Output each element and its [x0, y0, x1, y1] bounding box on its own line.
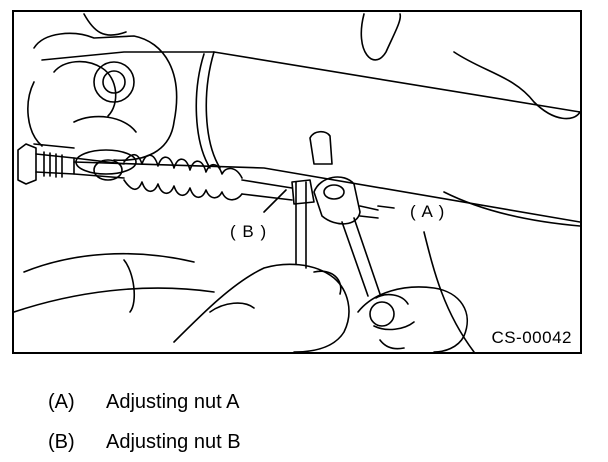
- legend-key-a: (A): [48, 391, 75, 413]
- legend-text-b: Adjusting nut B: [106, 431, 241, 453]
- figure-code: CS-00042: [491, 328, 572, 347]
- callout-a: ( A ): [410, 202, 446, 222]
- legend: (A) Adjusting nut A (B) Adjusting nut B: [48, 382, 241, 462]
- line-drawing: [14, 13, 580, 352]
- callout-b: ( B ): [230, 222, 268, 242]
- legend-item-b: (B) Adjusting nut B: [48, 422, 241, 462]
- legend-item-a: (A) Adjusting nut A: [48, 382, 241, 422]
- legend-text-a: Adjusting nut A: [106, 391, 240, 413]
- legend-key-b: (B): [48, 431, 75, 453]
- illustration-frame: ( A ) ( B ) CS-00042: [12, 10, 582, 354]
